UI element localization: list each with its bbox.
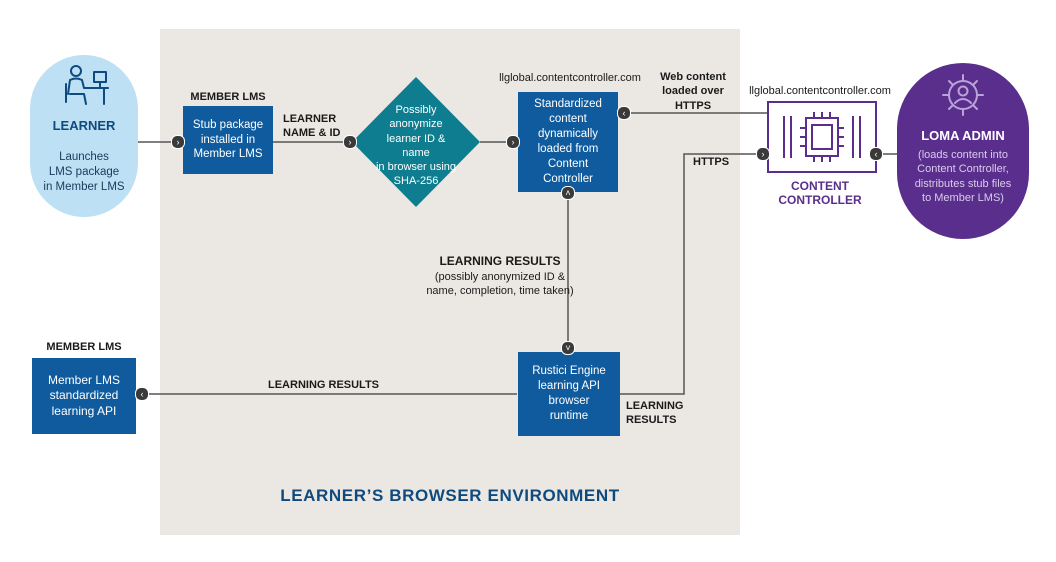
environment-title: LEARNER’S BROWSER ENVIRONMENT — [280, 486, 620, 505]
arrow-right-icon: › — [506, 135, 520, 149]
learner-name-id-label: LEARNER NAME & ID — [283, 113, 341, 140]
member-lms-bottom-heading: MEMBER LMS — [46, 341, 122, 353]
arrow-down-icon: ˅ — [561, 341, 575, 355]
learning-results-bottom-label: LEARNING RESULTS — [268, 379, 380, 391]
arrow-right-icon: › — [343, 135, 357, 149]
learner-description: Launches LMS package in Member LMS — [43, 151, 125, 193]
loma-admin-description: (loads content into Content Controller, … — [914, 149, 1012, 204]
learner-title: LEARNER — [52, 118, 116, 133]
learning-results-center-heading: LEARNING RESULTS — [439, 254, 561, 268]
content-controller-url: llglobal.contentcontroller.com — [749, 85, 891, 97]
anonymize-diamond — [352, 77, 480, 207]
member-lms-top-heading: MEMBER LMS — [190, 91, 266, 103]
stub-package-box: Stub package installed in Member LMS — [183, 106, 273, 174]
loma-admin-title: LOMA ADMIN — [921, 128, 1005, 143]
learning-results-right-label: LEARNING RESULTS — [626, 400, 684, 427]
standardized-url: llglobal.contentcontroller.com — [499, 72, 641, 84]
admin-gear-user-icon — [942, 74, 984, 116]
arrow-up-icon: ˄ — [561, 186, 575, 200]
arrow-left-icon: ‹ — [135, 387, 149, 401]
rustici-engine-box: Rustici Engine learning API browser runt… — [518, 352, 620, 436]
arrow-right-icon: › — [171, 135, 185, 149]
arrow-left-icon: ‹ — [617, 106, 631, 120]
member-lms-api-box: Member LMS standardized learning API — [32, 358, 136, 434]
line-rustici-to-controller — [620, 153, 765, 395]
anonymize-text: Possibly anonymize learner ID & name in … — [375, 104, 457, 188]
arrow-right-icon: › — [756, 147, 770, 161]
learning-results-center-detail: (possibly anonymized ID & name, completi… — [426, 271, 574, 298]
https-label: HTTPS — [693, 156, 730, 168]
content-controller-label: CONTENT CONTROLLER — [778, 179, 862, 208]
web-content-label: Web content loaded over HTTPS — [660, 71, 726, 112]
standardized-content-box: Standardized content dynamically loaded … — [518, 92, 618, 192]
content-controller-chip-icon — [767, 101, 877, 173]
learner-at-desk-icon — [65, 65, 109, 105]
arrow-left-icon: ‹ — [869, 147, 883, 161]
loma-admin-circle — [897, 63, 1029, 239]
learner-circle — [30, 55, 138, 217]
